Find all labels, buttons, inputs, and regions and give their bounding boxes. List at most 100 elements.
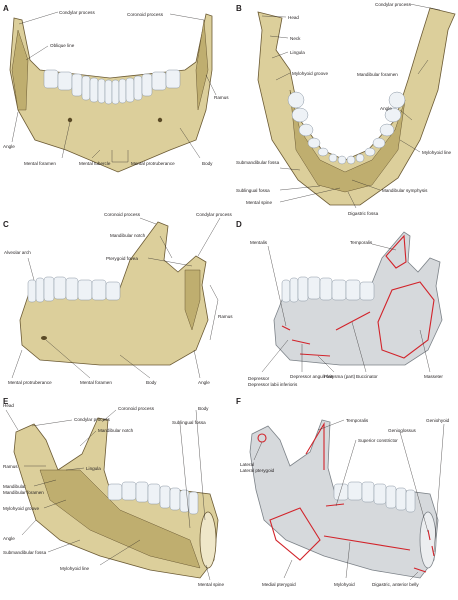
- panel-f-superior-constrictor-attachment: [325, 503, 345, 507]
- label-d-mentalis: Mentalis: [250, 240, 268, 245]
- label-b-mylohyoid-line: Mylohyoid line: [422, 150, 452, 155]
- panel-d: D Mentalis Temporalis Depressor Depresso…: [236, 220, 443, 387]
- panel-f-letter: F: [236, 397, 241, 406]
- label-c-angle: Angle: [198, 380, 210, 385]
- label-e-lingula: Lingula: [86, 466, 101, 471]
- label-f-digastric: Digastric, anterior belly: [372, 582, 419, 587]
- label-d-depressor-labii: Depressor labii inferioris: [248, 382, 298, 387]
- label-d-temporalis: Temporalis: [350, 240, 373, 245]
- label-a-oblique-line: Oblique line: [50, 43, 75, 48]
- label-c-mental-protruberance: Mental protruberance: [8, 380, 52, 385]
- label-e-condylar-process: Condylar process: [74, 417, 110, 422]
- panel-e-teeth: [107, 481, 199, 515]
- label-a-body: Body: [202, 161, 213, 166]
- label-e-sublingual-fossa: Sublingual fossa: [172, 420, 206, 425]
- label-a-coronoid-process: Coronoid process: [127, 12, 164, 17]
- label-b-submandibular-fossa-1: Submandibular fossa: [236, 160, 280, 165]
- panel-f-genioglossus-attachment: [427, 529, 431, 541]
- label-a-mental-foramen: Mental foramen: [24, 161, 56, 166]
- panel-f-geniohyoid-attachment: [431, 545, 435, 557]
- label-b-lingula: Lingula: [290, 50, 305, 55]
- label-e-body: Body: [198, 406, 209, 411]
- panel-a-ramus-shadow-right: [195, 19, 209, 111]
- label-d-depressor-labii-1: Depressor: [248, 376, 270, 381]
- label-a-condylar-process: Condylar process: [59, 10, 95, 15]
- panel-c-mental-foramen: [41, 336, 47, 340]
- panel-a: A Condylar process Coronoid process Obl: [3, 4, 229, 173]
- panel-a-mental-foramen-left: [67, 117, 73, 123]
- label-f-temporalis: Temporalis: [346, 418, 369, 423]
- label-b-sublingual-fossa: Sublingual fossa: [236, 188, 270, 193]
- panel-f-medial-pterygoid-attachment: [269, 507, 321, 561]
- label-b-neck: Neck: [290, 36, 301, 41]
- label-b-head: Head: [288, 15, 299, 20]
- panel-d-platysma-attachment: [299, 353, 331, 357]
- label-c-ramus: Ramus: [218, 314, 233, 319]
- panel-a-ramus-shadow: [11, 29, 29, 111]
- label-e-head: Head: [3, 403, 14, 408]
- label-d-platysma: Platysma (part): [324, 374, 356, 379]
- panel-d-mentalis-attachment: [281, 325, 291, 331]
- label-c-mental-foramen: Mental foramen: [80, 380, 112, 385]
- panel-d-letter: D: [236, 220, 242, 229]
- label-e-mental-spine: Mental spine: [198, 582, 224, 587]
- label-b-angle: Angle: [380, 106, 392, 111]
- panel-a-letter: A: [3, 4, 9, 13]
- panel-d-teeth: [281, 276, 375, 303]
- panel-b-letter: B: [236, 4, 242, 13]
- label-b-digastric-fossa: Digastric fossa: [348, 211, 379, 216]
- label-e-mandibular-foramen-1: Mandibular: [3, 484, 26, 489]
- label-c-body: Body: [146, 380, 157, 385]
- panel-e-symphysis-section: [199, 511, 217, 569]
- label-f-medial-pterygoid: Medial pterygoid: [262, 582, 296, 587]
- label-f-lateral-pterygoid: Lateral pterygoid: [240, 468, 275, 473]
- label-d-buccinator: Buccinator: [356, 374, 378, 379]
- panel-d-depressor-anguli-attachment: [291, 339, 311, 345]
- panel-f-lateral-pterygoid-attachment: [257, 433, 267, 443]
- label-f-lateral-pterygoid-1: Lateral: [240, 462, 254, 467]
- label-c-pterygoid-fovea: Pterygoid fovea: [106, 256, 138, 261]
- label-a-angle: Angle: [3, 144, 15, 149]
- panel-a-mental-foramen-right: [157, 117, 163, 123]
- panel-c: C Coronoid process Condylar process Mand…: [3, 212, 233, 385]
- label-b-mandibular-symphysis: Mandibular symphysis: [382, 188, 428, 193]
- label-b-condylar-process: Condylar process: [375, 2, 411, 7]
- label-e-mandibular-notch: Mandibular notch: [98, 428, 134, 433]
- label-b-mental-spine: Mental spine: [246, 200, 272, 205]
- label-d-depressor-anguli: Depressor anguli oris: [290, 374, 334, 379]
- label-e-ramus: Ramus: [3, 464, 18, 469]
- panel-c-ramus-shade: [184, 269, 201, 331]
- panel-f: F Temporalis Genioglossus Geniohyoid Sup…: [236, 397, 450, 587]
- label-e-angle: Angle: [3, 536, 15, 541]
- label-f-genioglossus: Genioglossus: [388, 428, 417, 433]
- panel-f-temporalis-attachment: [305, 422, 325, 470]
- label-a-ramus: Ramus: [214, 95, 229, 100]
- label-c-coronoid-process: Coronoid process: [104, 212, 141, 217]
- label-c-condylar-process: Condylar process: [196, 212, 232, 217]
- panel-b: B Head Neck Lingula Mylohyoid groove: [236, 2, 456, 216]
- label-f-geniohyoid: Geniohyoid: [426, 418, 450, 423]
- label-e-mandibular-foramen: Mandibular foramen: [3, 490, 44, 495]
- label-e-coronoid-process: Coronoid process: [118, 406, 155, 411]
- panel-d-masseter-attachment: [377, 281, 435, 359]
- label-c-mandibular-notch: Mandibular notch: [110, 233, 146, 238]
- label-f-superior-constrictor: Superior constrictor: [358, 438, 398, 443]
- panel-a-teeth: [43, 69, 181, 105]
- label-b-mylohyoid-groove: Mylohyoid groove: [292, 71, 328, 76]
- panel-b-teeth: [287, 91, 406, 165]
- panel-e-medial-shade: [39, 469, 201, 569]
- panel-d-temporalis-attachment: [385, 234, 407, 269]
- panel-c-letter: C: [3, 220, 9, 229]
- panel-f-mylohyoid-attachment: [323, 535, 411, 551]
- label-b-mandibular-foramen: Mandibular foramen: [357, 72, 398, 77]
- label-f-mylohyoid: Mylohyoid: [334, 582, 355, 587]
- panel-f-symphysis-section: [419, 511, 437, 569]
- label-d-masseter: Masseter: [424, 374, 443, 379]
- label-e-mylohyoid-line: Mylohyoid line: [60, 566, 90, 571]
- panel-f-teeth: [333, 481, 416, 513]
- panel-f-digastric-attachment: [413, 567, 427, 573]
- panel-d-buccinator-attachment: [335, 311, 371, 331]
- panel-c-teeth: [27, 276, 121, 303]
- label-c-alveolar-arch: Alveolar arch: [4, 250, 31, 255]
